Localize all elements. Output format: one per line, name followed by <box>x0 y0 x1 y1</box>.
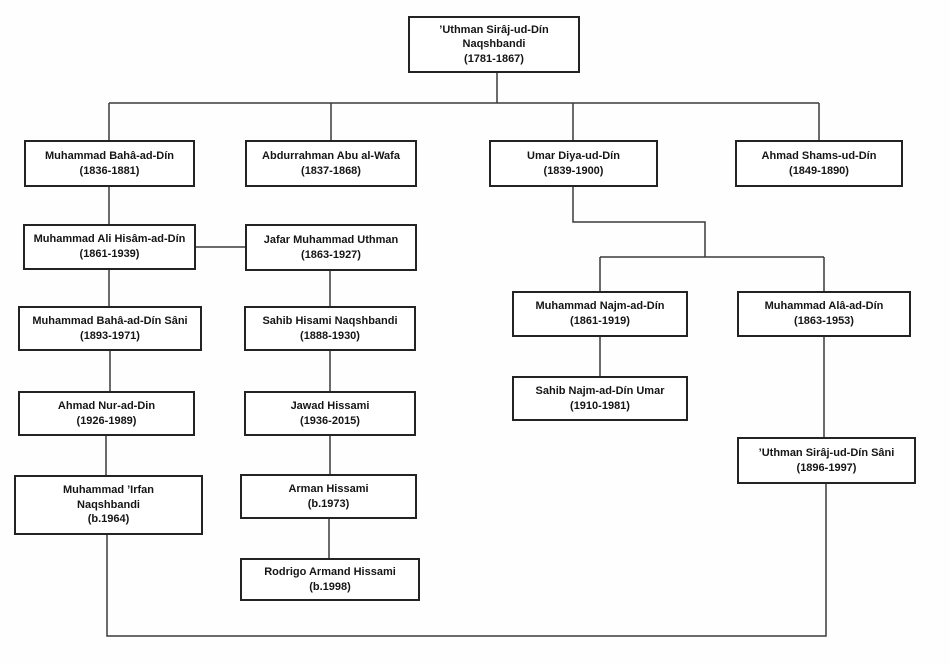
person-years: (b.1998) <box>309 580 351 593</box>
node-ahmad-nur-ad-din: Ahmad Nur-ad-Din (1926-1989) <box>18 391 195 436</box>
person-name: ’Uthman Sirâj-ud-Dín Naqshbandi <box>439 23 549 51</box>
person-name: Jafar Muhammad Uthman <box>263 233 399 246</box>
node-jawad-hissami: Jawad Hissami (1936-2015) <box>244 391 416 436</box>
person-years: (b.1973) <box>307 497 350 510</box>
person-years: (1836-1881) <box>79 164 140 177</box>
person-name: Sahib Najm-ad-Dín Umar <box>535 384 665 397</box>
node-jafar-muhammad-uthman: Jafar Muhammad Uthman (1863-1927) <box>245 224 417 271</box>
person-name: Muhammad ’Irfan Naqshbandi <box>62 484 155 511</box>
edge-umar-step <box>572 187 706 257</box>
edge-uthman2-irfan-loop <box>106 484 827 637</box>
node-muhammad-najm-ad-din: Muhammad Najm-ad-Dín (1861-1919) <box>512 291 688 337</box>
node-uthman-siraj-ud-din-naqshbandi: ’Uthman Sirâj-ud-Dín Naqshbandi (1781-18… <box>408 16 580 73</box>
person-name: Muhammad Alâ-ad-Dín <box>764 300 884 313</box>
person-years: (1861-1919) <box>570 315 630 327</box>
person-name: Sahib Hisami Naqshbandi <box>262 314 398 327</box>
person-name: Jawad Hissami <box>290 399 370 412</box>
person-name: Ahmad Nur-ad-Din <box>57 399 156 412</box>
node-arman-hissami: Arman Hissami (b.1973) <box>240 474 417 519</box>
person-years: (1936-2015) <box>300 414 360 427</box>
node-muhammad-ali-hisam-ad-din: Muhammad Ali Hisâm-ad-Dín (1861-1939) <box>23 224 196 270</box>
person-name: ’Uthman Sirâj-ud-Dín Sâni <box>758 446 895 459</box>
person-name: Abdurrahman Abu al-Wafa <box>262 149 400 162</box>
node-sahib-najm-ad-din-umar: Sahib Najm-ad-Dín Umar (1910-1981) <box>512 376 688 421</box>
node-muhammad-ala-ad-din: Muhammad Alâ-ad-Dín (1863-1953) <box>737 291 911 337</box>
person-name: Arman Hissami <box>288 482 369 495</box>
node-muhammad-baha-ad-din-sani: Muhammad Bahâ-ad-Dín Sâni (1893-1971) <box>18 306 202 351</box>
person-name: Muhammad Bahâ-ad-Dín <box>45 149 174 162</box>
node-muhammad-irfan-naqshbandi: Muhammad ’Irfan Naqshbandi (b.1964) <box>14 475 203 535</box>
person-years: (1863-1953) <box>794 315 854 327</box>
person-name: Rodrigo Armand Hissami <box>264 565 396 578</box>
person-name: Ahmad Shams-ud-Dín <box>761 149 877 162</box>
person-years: (1888-1930) <box>300 329 360 342</box>
node-abdurrahman-abu-al-wafa: Abdurrahman Abu al-Wafa (1837-1868) <box>245 140 417 187</box>
node-uthman-siraj-ud-din-sani: ’Uthman Sirâj-ud-Dín Sâni (1896-1997) <box>737 437 916 484</box>
person-years: (1926-1989) <box>76 414 137 427</box>
person-years: (1893-1971) <box>80 329 140 342</box>
person-years: (1781-1867) <box>464 52 524 65</box>
person-years: (1839-1900) <box>543 164 604 177</box>
node-umar-diya-ud-din: Umar Diya-ud-Dín (1839-1900) <box>489 140 658 187</box>
person-name: Muhammad Bahâ-ad-Dín Sâni <box>32 314 188 327</box>
person-years: (1849-1890) <box>789 164 849 177</box>
person-years: (1896-1997) <box>796 461 857 474</box>
person-years: (1861-1939) <box>79 248 140 260</box>
node-sahib-hisami-naqshbandi: Sahib Hisami Naqshbandi (1888-1930) <box>244 306 416 351</box>
person-name: Umar Diya-ud-Dín <box>527 149 620 162</box>
node-ahmad-shams-ud-din: Ahmad Shams-ud-Dín (1849-1890) <box>735 140 903 187</box>
person-years: (1863-1927) <box>301 248 361 261</box>
person-years: (1837-1868) <box>301 164 361 177</box>
person-name: Muhammad Najm-ad-Dín <box>535 300 665 313</box>
person-years: (1910-1981) <box>570 399 630 412</box>
node-rodrigo-armand-hissami: Rodrigo Armand Hissami (b.1998) <box>240 558 420 601</box>
node-muhammad-baha-ad-din: Muhammad Bahâ-ad-Dín (1836-1881) <box>24 140 195 187</box>
person-name: Muhammad Ali Hisâm-ad-Dín <box>33 233 186 246</box>
person-years: (b.1964) <box>87 513 130 526</box>
